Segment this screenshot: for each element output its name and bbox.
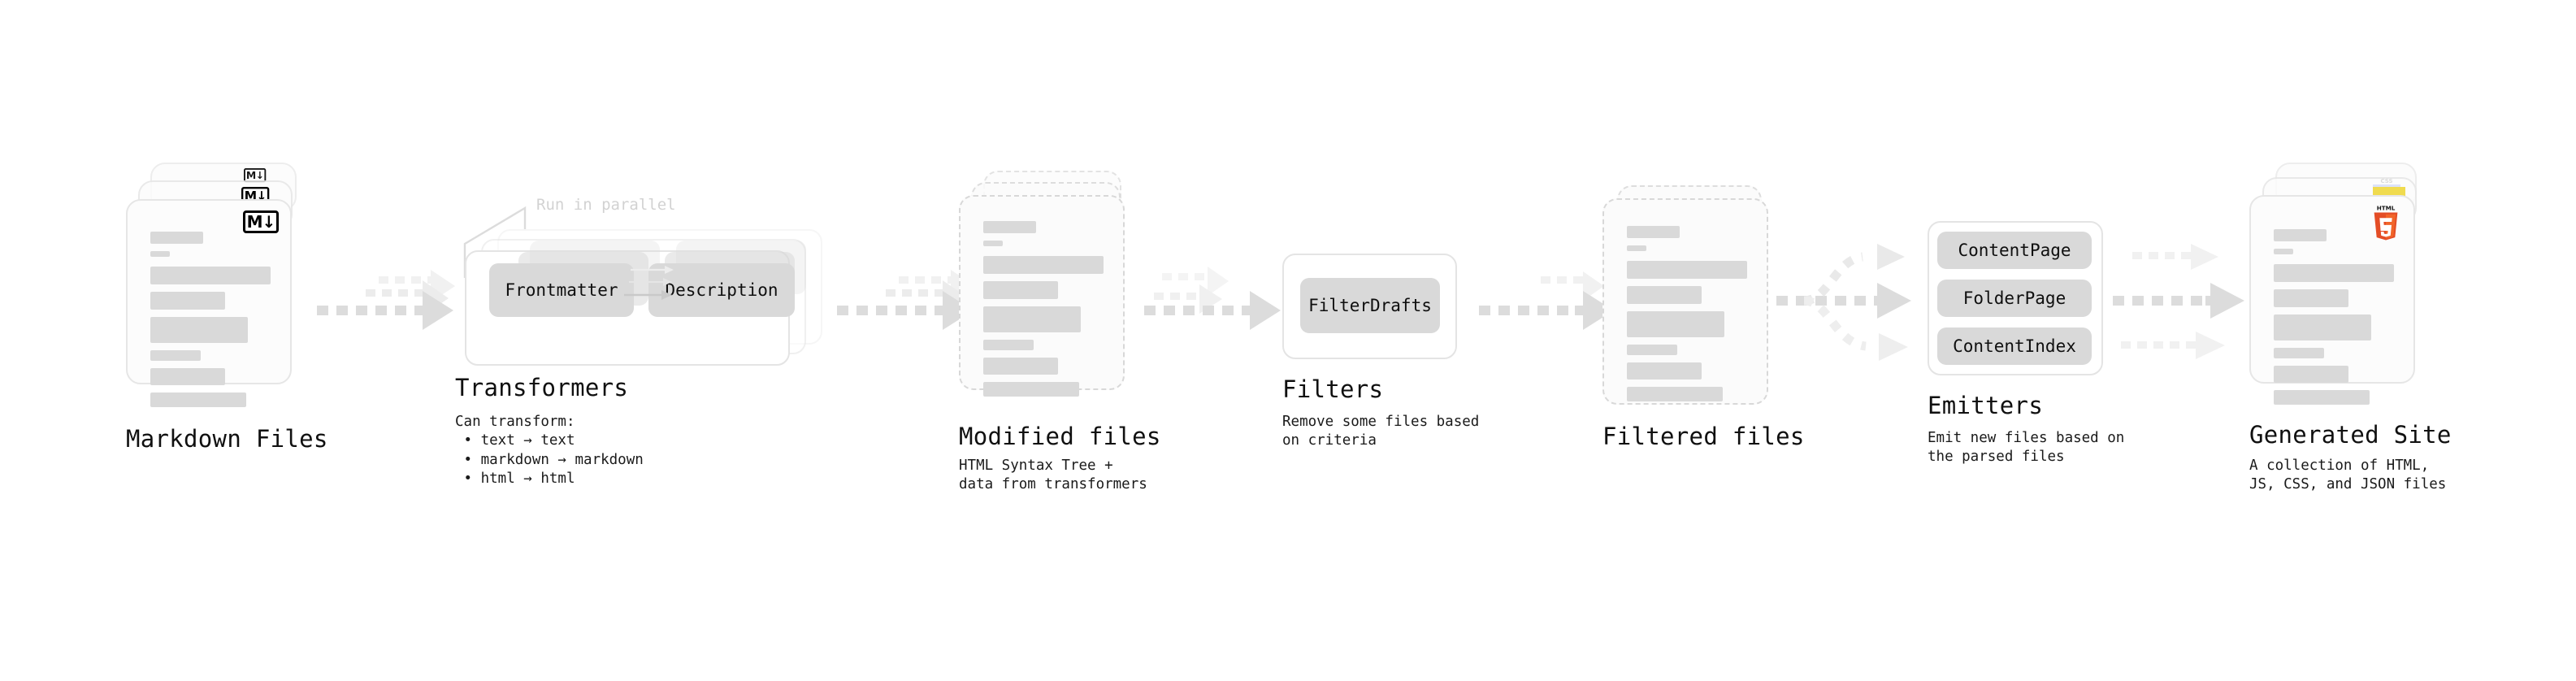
- connector-filtered-to-emitters: [1776, 244, 1911, 361]
- filters-group: FilterDrafts: [1282, 254, 1461, 384]
- generated-site-title: Generated Site: [2249, 421, 2452, 449]
- connector-modified-to-filters: [1144, 267, 1281, 330]
- filtered-file-card-front: [1602, 198, 1768, 405]
- filter-item-filterdrafts[interactable]: FilterDrafts: [1300, 278, 1440, 333]
- markdown-files-group: M↓ M↓ M↓: [126, 163, 313, 431]
- modified-files-title: Modified files: [959, 423, 1161, 450]
- filters-subtitle: Remove some files based on criteria: [1282, 414, 1480, 449]
- modified-file-card-front: [959, 195, 1125, 397]
- transformers-title: Transformers: [455, 374, 629, 401]
- filtered-files-group: [1602, 185, 1798, 437]
- transformer-item-frontmatter[interactable]: Frontmatter: [489, 263, 634, 317]
- emitter-item-folderpage[interactable]: FolderPage: [1937, 280, 2092, 317]
- transformers-group: Run in parallel Frontmatter Description: [455, 195, 837, 406]
- svg-text:HTML: HTML: [2377, 205, 2396, 212]
- transformers-subtitle: Can transform: • text → text • markdown …: [455, 414, 644, 487]
- transformer-item-description[interactable]: Description: [648, 263, 795, 317]
- markdown-files-title: Markdown Files: [126, 425, 328, 453]
- emitters-group: ContentPage FolderPage ContentIndex: [1928, 221, 2114, 400]
- filters-title: Filters: [1282, 375, 1384, 403]
- html5-icon: HTML: [2374, 205, 2398, 241]
- filtered-files-title: Filtered files: [1602, 423, 1805, 450]
- modified-content-lines: [983, 221, 1104, 404]
- markdown-file-card-front: M↓: [126, 199, 292, 407]
- markdown-content-lines: [150, 232, 271, 414]
- filtered-content-lines: [1627, 226, 1747, 409]
- transformer-inner-arrows: [624, 266, 674, 300]
- generated-site-group: CSS HTML: [2249, 163, 2444, 431]
- connector-filters-to-filtered: [1479, 271, 1614, 330]
- generated-file-card-front: HTML: [2249, 195, 2415, 405]
- modified-files-subtitle: HTML Syntax Tree + data from transformer…: [959, 458, 1147, 493]
- generated-site-subtitle: A collection of HTML, JS, CSS, and JSON …: [2249, 458, 2447, 493]
- connector-markdown-to-transformers: [317, 270, 455, 330]
- emitters-subtitle: Emit new files based on the parsed files: [1928, 430, 2125, 466]
- emitter-item-contentpage[interactable]: ContentPage: [1937, 232, 2092, 269]
- markdown-icon-back: M↓: [244, 168, 267, 183]
- run-in-parallel-label: Run in parallel: [536, 196, 676, 214]
- generated-content-lines: [2274, 229, 2394, 412]
- connector-transformers-to-modified: [837, 270, 975, 330]
- markdown-icon: M↓: [243, 210, 279, 233]
- emitters-title: Emitters: [1928, 392, 2044, 419]
- emitter-item-contentindex[interactable]: ContentIndex: [1937, 327, 2092, 365]
- modified-files-group: [959, 171, 1154, 431]
- connector-emitters-to-generated: [2113, 244, 2244, 359]
